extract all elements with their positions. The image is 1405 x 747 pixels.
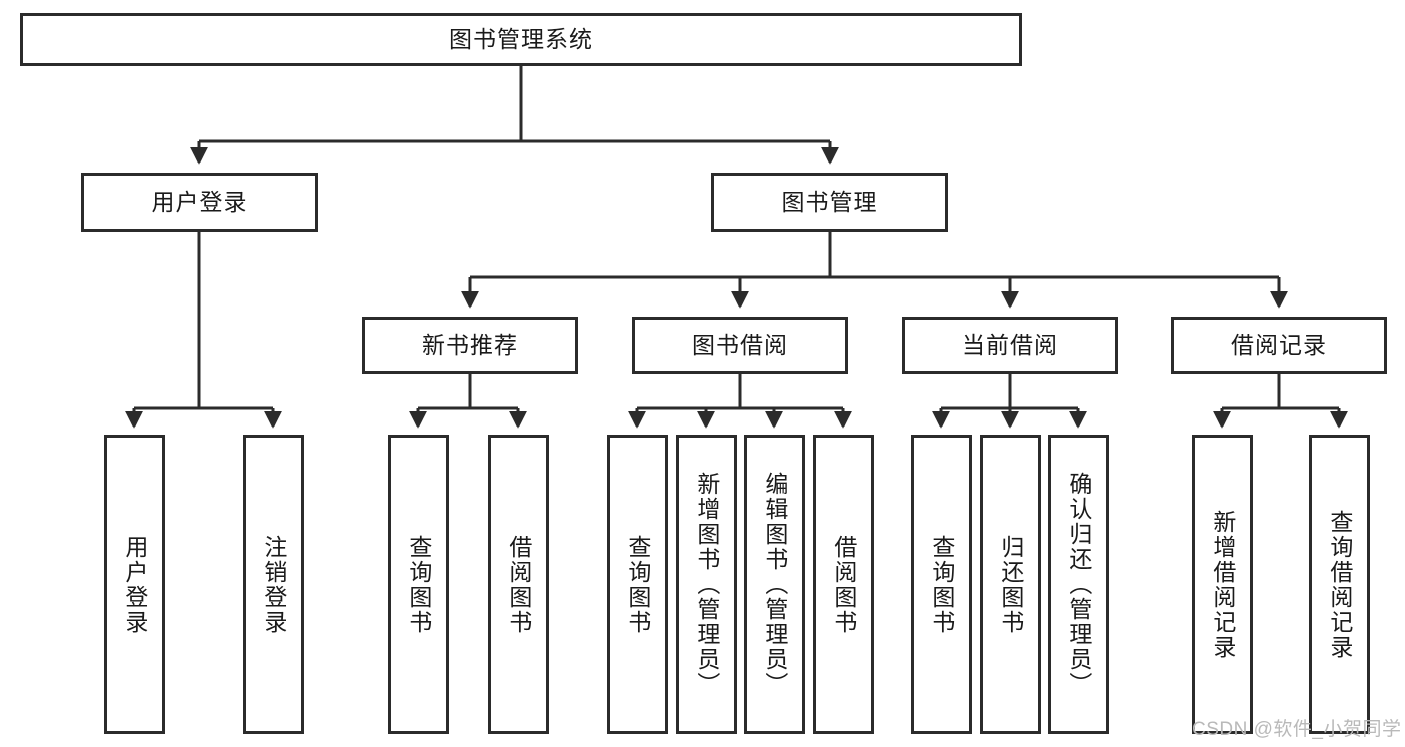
leaf-label: 查询图书: [928, 534, 955, 635]
node-book-management[interactable]: 图书管理: [711, 173, 948, 232]
leaf-label: 新增借阅记录: [1209, 509, 1236, 660]
node-borrow-records[interactable]: 借阅记录: [1171, 317, 1387, 374]
leaf-current-query-book[interactable]: 查询图书: [911, 435, 972, 734]
leaf-user-login-login[interactable]: 用户登录: [104, 435, 165, 734]
leaf-label: 查询图书: [405, 534, 432, 635]
leaf-borrow-query-book[interactable]: 查询图书: [607, 435, 668, 734]
leaf-user-login-logout[interactable]: 注销登录: [243, 435, 304, 734]
leaf-borrow-edit-book-admin[interactable]: 编辑图书（管理员）: [744, 435, 805, 734]
leaf-recommend-query-book[interactable]: 查询图书: [388, 435, 449, 734]
node-new-book-recommend[interactable]: 新书推荐: [362, 317, 578, 374]
leaf-borrow-add-book-admin[interactable]: 新增图书（管理员）: [676, 435, 737, 734]
leaf-label: 注销登录: [260, 534, 287, 635]
node-current-borrow[interactable]: 当前借阅: [902, 317, 1118, 374]
leaf-recommend-borrow-book[interactable]: 借阅图书: [488, 435, 549, 734]
leaf-label: 编辑图书（管理员）: [761, 472, 788, 697]
leaf-records-add-record[interactable]: 新增借阅记录: [1192, 435, 1253, 734]
leaf-label: 归还图书: [997, 534, 1024, 635]
node-user-login[interactable]: 用户登录: [81, 173, 318, 232]
leaf-label: 用户登录: [121, 534, 148, 635]
leaf-label: 确认归还（管理员）: [1065, 472, 1092, 697]
leaf-label: 查询图书: [624, 534, 651, 635]
leaf-label: 借阅图书: [505, 534, 532, 635]
csdn-watermark: CSDN @软件_小贺同学: [1192, 719, 1402, 740]
leaf-current-return-book[interactable]: 归还图书: [980, 435, 1041, 734]
leaf-records-query-record[interactable]: 查询借阅记录: [1309, 435, 1370, 734]
leaf-label: 借阅图书: [830, 534, 857, 635]
leaf-label: 查询借阅记录: [1326, 509, 1353, 660]
leaf-borrow-borrow-book[interactable]: 借阅图书: [813, 435, 874, 734]
leaf-label: 新增图书（管理员）: [693, 472, 720, 697]
leaf-current-confirm-return-admin[interactable]: 确认归还（管理员）: [1048, 435, 1109, 734]
node-book-borrow[interactable]: 图书借阅: [632, 317, 848, 374]
node-root-system[interactable]: 图书管理系统: [20, 13, 1022, 66]
